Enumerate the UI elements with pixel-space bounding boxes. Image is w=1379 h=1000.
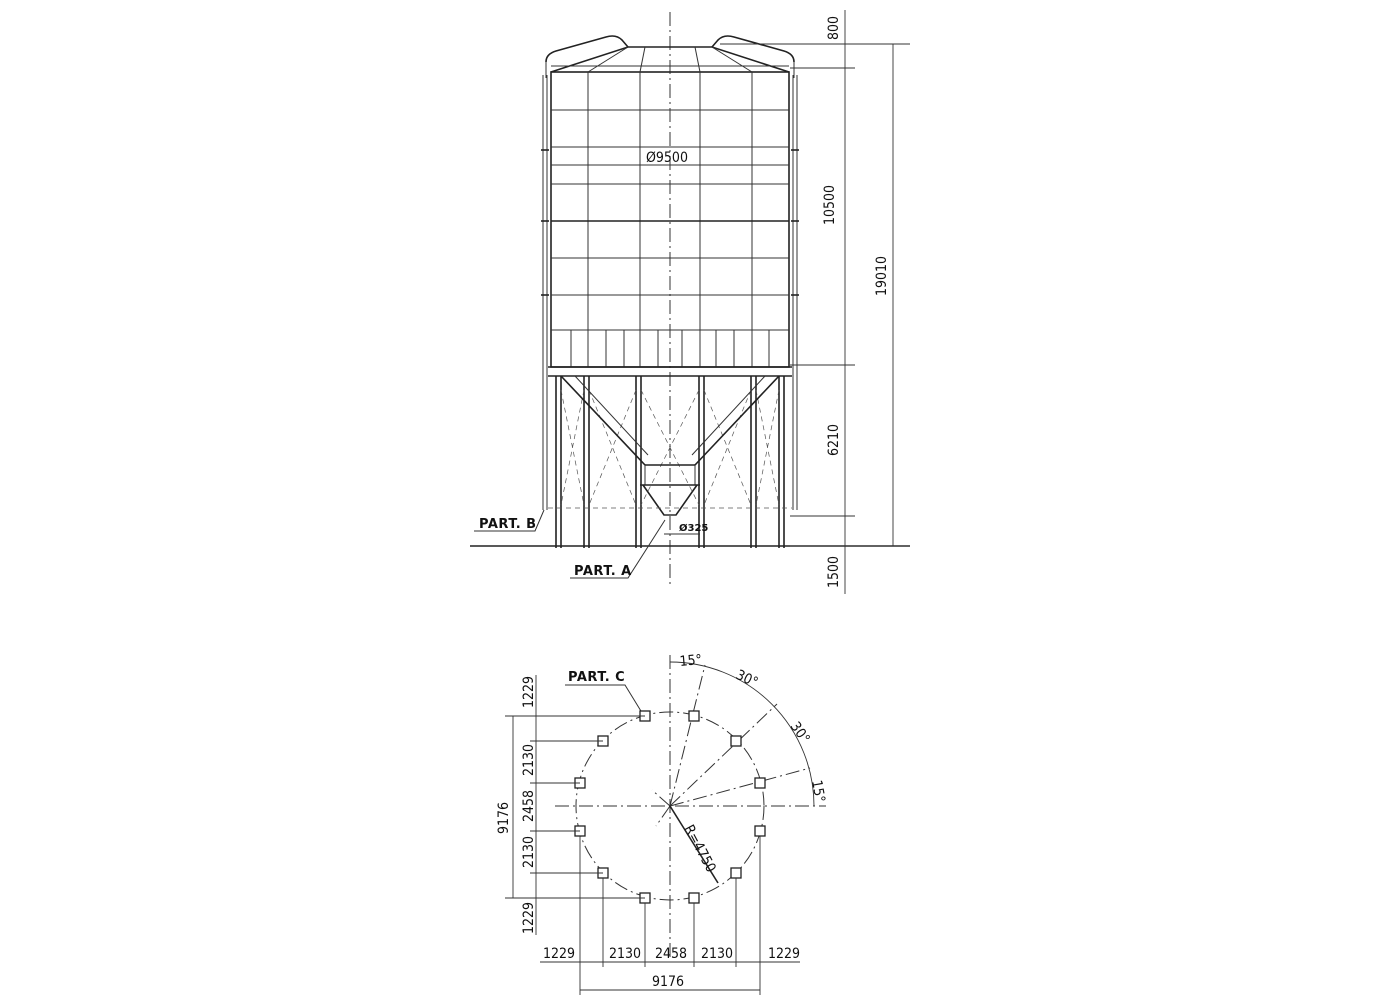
angle-2-label: 30° (733, 667, 760, 691)
left-dim-1: 1229 (521, 676, 537, 708)
plan-view: R=4750 15° 30° 30° 15° PART. C (496, 652, 828, 995)
bolt-circle (575, 711, 765, 901)
support-structure (470, 375, 910, 548)
bottom-dim-total: 9176 (652, 974, 684, 990)
left-dimension-chain (505, 675, 645, 935)
radius-label: R=4750 (680, 822, 718, 875)
dim-body-label: 10500 (822, 185, 838, 225)
bottom-dim-4: 2130 (701, 946, 733, 962)
dim-roof-label: 800 (826, 16, 842, 40)
silo-roof (545, 35, 795, 78)
bottom-dimension-chain (540, 836, 800, 995)
bottom-dim-1: 1229 (543, 946, 575, 962)
anchor-bolt (688, 892, 700, 904)
part-a-label: PART. A (574, 564, 632, 579)
angle-1-label: 15° (679, 652, 703, 670)
bottom-dim-3: 2458 (655, 946, 687, 962)
anchor-bolt (754, 777, 766, 789)
part-b-label: PART. B (479, 517, 537, 532)
part-b-leader (474, 509, 545, 532)
bottom-dim-2: 2130 (609, 946, 641, 962)
left-dim-total: 9176 (496, 802, 512, 834)
outlet-diameter-label: Ø325 (679, 522, 708, 534)
anchor-bolt (730, 867, 742, 879)
angle-arc (669, 661, 815, 807)
dim-total-label: 19010 (874, 256, 890, 296)
side-ladders (541, 75, 799, 510)
angle-3-label: 30° (787, 719, 813, 746)
vertical-dimensions (720, 10, 910, 594)
part-c-label: PART. C (568, 670, 625, 685)
angle-4-label: 15° (808, 779, 828, 804)
anchor-bolt (730, 735, 742, 747)
left-dim-2: 2130 (521, 744, 537, 776)
anchor-bolt (688, 710, 700, 722)
left-dim-5: 1229 (521, 902, 537, 934)
dim-bottom-label: 1500 (826, 556, 842, 588)
left-dim-4: 2130 (521, 836, 537, 868)
anchor-bolt (754, 825, 766, 837)
part-c-leader (565, 684, 645, 717)
bottom-dim-5: 1229 (768, 946, 800, 962)
elevation-view: PART. B PART. A Ø325 Ø9500 800 10500 621… (470, 10, 910, 594)
radius-line (669, 805, 719, 884)
diameter-label: Ø9500 (646, 150, 688, 166)
part-a-leader (570, 519, 666, 579)
left-dim-3: 2458 (521, 790, 537, 822)
dim-support-label: 6210 (826, 424, 842, 456)
